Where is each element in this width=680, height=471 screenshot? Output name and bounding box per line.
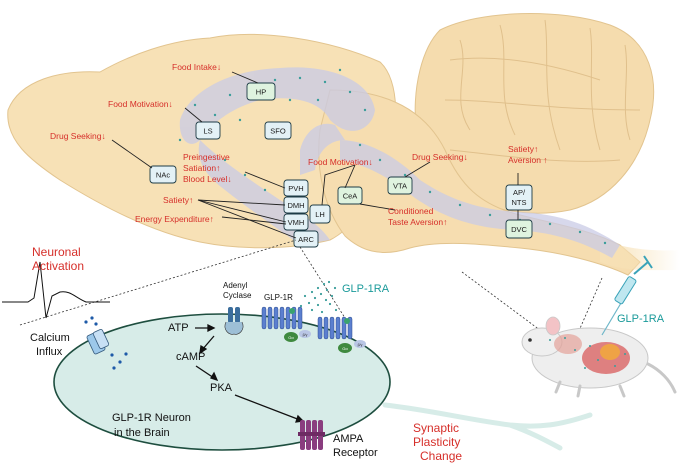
neuron-panel: Neuronal Activation Calcium Influx Adeny… [2,239,603,463]
ampa-label-line2: Receptor [333,447,378,459]
svg-text:ARC: ARC [298,235,314,244]
glp1ra-neuron-label: GLP-1RA [342,283,390,295]
cerebellum-folds [444,19,641,162]
g-protein-icons: Gα β/γ Gα β/γ [284,330,366,353]
effect-labels: Food Intake↓ Food Motivation↓ Drug Seeki… [50,62,548,227]
svg-text:CeA: CeA [343,192,358,201]
node-hp: HP [246,82,276,101]
effect-energy-expenditure: Energy Expenditure↑ [135,214,214,224]
svg-text:SFO: SFO [270,127,286,136]
node-lh: LH [309,204,331,224]
cerebellum-shape [414,13,655,214]
effect-preingestive: Preingestive [183,152,230,162]
node-nac: NAc [149,165,177,184]
node-vmh: VMH [283,213,309,231]
calcium-channel-icon [84,316,128,370]
effect-food-motivation-ls: Food Motivation↓ [108,99,173,109]
effect-satiety-hypothalamus: Satiety↑ [163,195,193,205]
brain-illustration [7,13,680,276]
neuron-name-line1: GLP-1R Neuron [112,412,191,424]
node-ls: LS [195,121,221,140]
region-nodes: HP LS SFO NAc PVH DMH VMH ARC LH CeA VTA… [149,82,533,248]
glp1ra-ligand-cloud [299,280,338,314]
neuronal-activation-line2: Activation [32,259,84,273]
effect-food-motivation-lh: Food Motivation↓ [308,157,373,167]
neuron-cell-body [53,313,391,451]
adenyl-label-line2: Cyclase [223,291,252,300]
effect-drug-seeking-vta: Drug Seeking↓ [412,152,468,162]
svg-text:Gα: Gα [342,346,348,351]
node-vta: VTA [387,176,413,195]
adenyl-cyclase-icon [224,307,244,335]
svg-text:DVC: DVC [511,225,527,234]
adenyl-label-line1: Adenyl [223,281,248,290]
effect-satiety-hindbrain: Satiety↑ [508,144,538,154]
effect-satiation: Satiation↑ [183,163,220,173]
svg-text:Gα: Gα [288,335,294,340]
effect-aversion: Aversion ↑ [508,155,548,165]
svg-text:PVH: PVH [288,184,303,193]
atp-label: ATP [168,322,189,334]
svg-text:LH: LH [315,210,325,219]
synaptic-line2: Plasticity [413,435,460,449]
effect-food-intake: Food Intake↓ [172,62,221,72]
node-ap-nts: AP/NTS [505,184,533,211]
spinal-tail [600,240,680,271]
node-pvh: PVH [283,179,309,197]
effect-connectors [111,71,519,239]
svg-text:LS: LS [203,127,212,136]
synaptic-line3: Change [420,449,462,463]
svg-text:NAc: NAc [156,171,170,180]
calcium-label-line2: Influx [36,346,63,358]
calcium-label-line1: Calcium [30,332,70,344]
camp-label: cAMP [176,351,205,363]
glp1r-label: GLP-1R [264,293,293,302]
svg-text:VTA: VTA [393,182,407,191]
mouse-illustration [521,316,677,398]
syringe-icon [601,255,653,336]
node-arc: ARC [293,230,319,248]
node-dvc: DVC [505,219,533,239]
svg-text:VMH: VMH [288,218,305,227]
pka-label: PKA [210,382,233,394]
action-potential-icon [2,261,110,319]
glp1ra-mouse-label: GLP-1RA [617,313,665,325]
neuron-name-line2: in the Brain [114,427,170,439]
svg-text:β/γ: β/γ [358,343,363,347]
axon [382,402,593,451]
svg-text:HP: HP [256,88,266,97]
synaptic-line1: Synaptic [413,421,459,435]
svg-text:NTS: NTS [512,198,527,207]
svg-text:DMH: DMH [287,201,304,210]
node-dmh: DMH [283,196,309,214]
effect-drug-seeking-nac: Drug Seeking↓ [50,131,106,141]
svg-text:β/γ: β/γ [303,333,308,337]
neuronal-activation-line1: Neuronal [32,245,81,259]
node-sfo: SFO [264,121,292,140]
pathway-arrows [195,323,305,423]
effect-conditioned: Conditioned [388,206,434,216]
effect-blood-level: Blood Level↓ [183,174,232,184]
svg-text:AP/: AP/ [513,188,526,197]
ampa-receptor-icon [298,420,325,450]
node-cea: CeA [337,186,363,205]
effect-taste-aversion: Taste Aversion↑ [388,217,447,227]
ampa-label-line1: AMPA [333,433,364,445]
